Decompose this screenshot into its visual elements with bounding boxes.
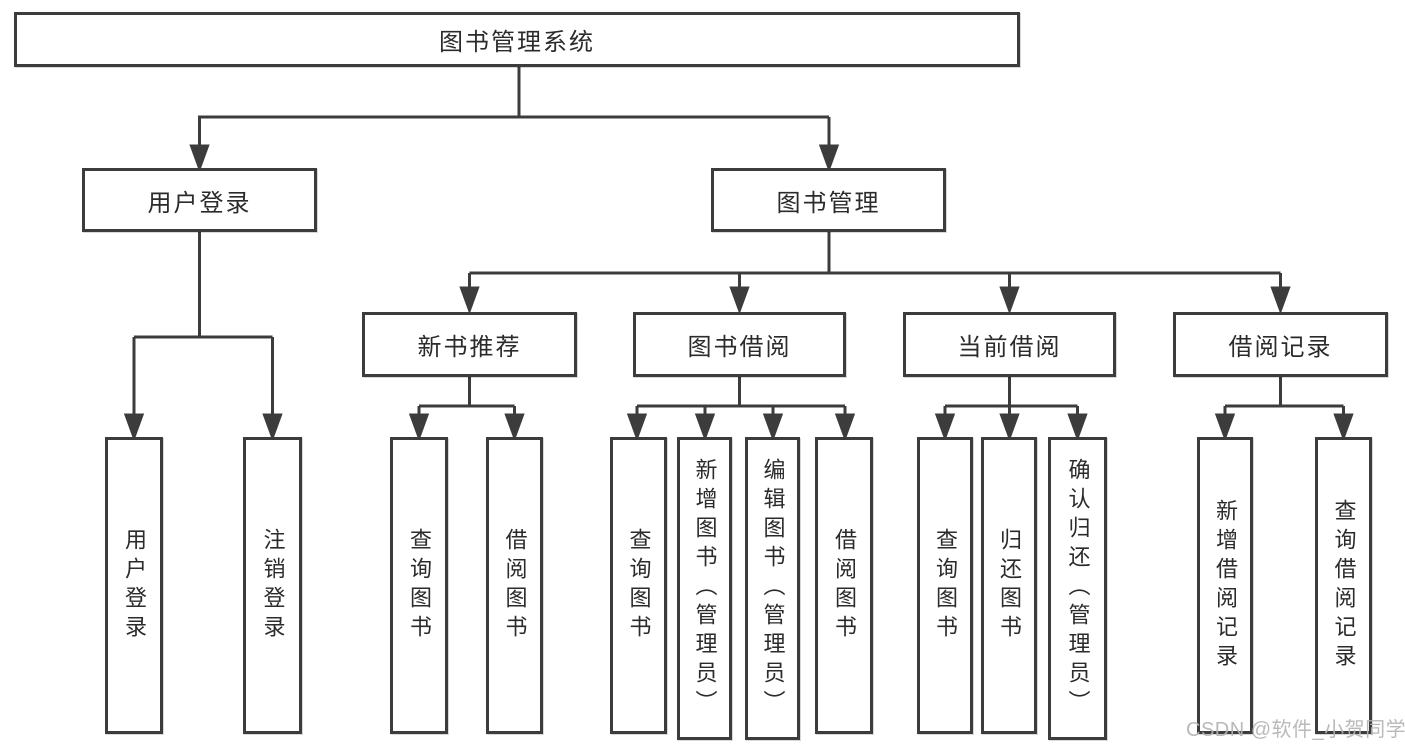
- connector-book-borrow-to-leaves: [626, 377, 856, 442]
- arrowhead: [504, 413, 525, 442]
- arrowhead: [999, 413, 1020, 442]
- arrowhead: [123, 413, 145, 442]
- node-query-books-borrowing: 查询图书: [610, 437, 667, 734]
- csdn-watermark: CSDN @软件_小贺同学: [1186, 719, 1405, 741]
- node-new-book-recommendation: 新书推荐: [362, 312, 577, 377]
- node-book-management: 图书管理: [711, 168, 946, 232]
- node-logout-leaf: 注销登录: [243, 437, 302, 734]
- arrowhead: [694, 413, 716, 442]
- arrowhead: [934, 413, 956, 442]
- node-confirm-return-admin: 确认归还（管理员）: [1048, 437, 1107, 740]
- node-query-borrow-record: 查询借阅记录: [1315, 437, 1372, 734]
- arrowhead: [762, 413, 784, 442]
- arrowhead: [626, 413, 648, 442]
- arrowhead: [189, 144, 210, 173]
- node-user-login-leaf: 用户登录: [105, 437, 163, 734]
- arrowhead: [1067, 413, 1088, 442]
- arrowhead: [834, 413, 856, 442]
- node-library-system: 图书管理系统: [14, 12, 1020, 67]
- node-add-books-admin-label: 新增图书（管理员）: [692, 458, 718, 719]
- arrowhead: [818, 144, 840, 173]
- arrowhead: [262, 413, 283, 442]
- node-edit-books-admin: 编辑图书（管理员）: [745, 437, 800, 740]
- node-borrow-books-recommend-label: 借阅图书: [502, 527, 528, 644]
- node-query-borrow-record-label: 查询借阅记录: [1331, 498, 1357, 673]
- node-user-login-leaf-label: 用户登录: [122, 527, 147, 644]
- node-user-login: 用户登录: [82, 168, 317, 232]
- node-query-books-recommend: 查询图书: [390, 437, 448, 734]
- arrowhead: [1214, 413, 1236, 442]
- node-return-books: 归还图书: [981, 437, 1037, 734]
- connector-root-to-level2: [189, 67, 840, 173]
- node-query-books-current: 查询图书: [917, 437, 973, 734]
- node-borrow-books-borrowing-label: 借阅图书: [832, 527, 857, 644]
- arrowhead: [999, 286, 1020, 315]
- node-add-borrow-record: 新增借阅记录: [1197, 437, 1253, 734]
- connector-borrow-records-to-leaves: [1214, 377, 1354, 442]
- node-query-books-current-label: 查询图书: [933, 527, 958, 644]
- node-confirm-return-admin-label: 确认归还（管理员）: [1065, 458, 1091, 719]
- node-current-borrowing: 当前借阅: [903, 312, 1116, 377]
- connector-new-book-to-leaves: [408, 377, 525, 442]
- node-query-books-borrowing-label: 查询图书: [626, 527, 652, 644]
- node-add-books-admin: 新增图书（管理员）: [677, 437, 732, 740]
- connector-user-login-to-leaves: [123, 232, 283, 442]
- node-return-books-label: 归还图书: [997, 527, 1022, 644]
- arrowhead: [459, 286, 480, 315]
- node-logout-leaf-label: 注销登录: [260, 527, 286, 644]
- node-edit-books-admin-label: 编辑图书（管理员）: [760, 458, 786, 719]
- node-borrow-books-borrowing: 借阅图书: [815, 437, 873, 734]
- node-borrow-books-recommend: 借阅图书: [486, 437, 543, 734]
- arrowhead: [408, 413, 430, 442]
- node-add-borrow-record-label: 新增借阅记录: [1213, 498, 1238, 673]
- node-book-borrowing: 图书借阅: [633, 312, 846, 377]
- arrowhead: [729, 286, 750, 315]
- connector-current-borrow-to-leaves: [934, 377, 1088, 442]
- node-borrowing-records: 借阅记录: [1173, 312, 1388, 377]
- arrowhead: [1270, 286, 1291, 315]
- arrowhead: [1333, 413, 1354, 442]
- node-query-books-recommend-label: 查询图书: [407, 527, 432, 644]
- connector-book-management-to-level3: [459, 232, 1291, 315]
